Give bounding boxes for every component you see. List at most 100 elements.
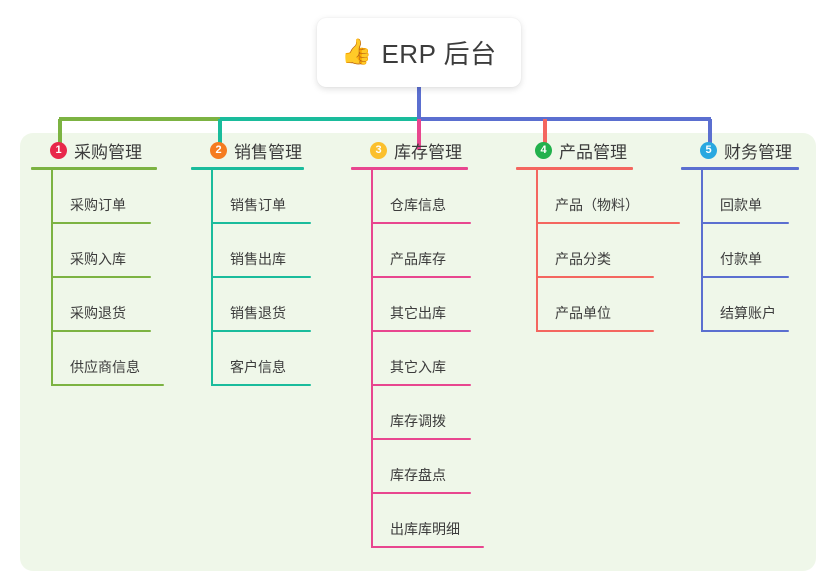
branch-item[interactable]: 采购入库 xyxy=(51,224,157,278)
branch-item-rule xyxy=(211,276,311,278)
branch-item[interactable]: 销售订单 xyxy=(211,170,311,224)
branch-item-label: 付款单 xyxy=(720,251,762,267)
branch-item-rule xyxy=(701,276,789,278)
root-node-erp-backend[interactable]: 👍 ERP 后台 xyxy=(317,18,521,87)
branch-item-rule xyxy=(51,222,151,224)
branch-badge-4: 4 xyxy=(535,141,552,159)
branch-column-2: 2 销售管理销售订单销售出库销售退货客户信息 xyxy=(190,133,311,386)
branch-item-label: 采购退货 xyxy=(70,305,126,321)
branch-item[interactable]: 其它出库 xyxy=(371,278,471,332)
branch-item-rule xyxy=(211,222,311,224)
branch-header-4[interactable]: 4 产品管理 xyxy=(515,133,633,167)
branch-badge-5: 5 xyxy=(700,141,717,159)
branch-item-label: 库存调拨 xyxy=(390,413,446,429)
branch-item[interactable]: 其它入库 xyxy=(371,332,471,386)
branch-item[interactable]: 回款单 xyxy=(701,170,799,224)
branch-item[interactable]: 出库库明细 xyxy=(371,494,484,548)
thumbs-up-icon: 👍 xyxy=(341,38,373,66)
branch-columns: 1 采购管理采购订单采购入库采购退货供应商信息 2 销售管理销售订单销售出库销售退货客… xyxy=(20,133,816,571)
branch-header-2[interactable]: 2 销售管理 xyxy=(190,133,304,167)
branch-item-label: 采购入库 xyxy=(70,251,126,267)
branch-item-rule xyxy=(51,384,164,386)
branch-item-rule xyxy=(536,222,680,224)
branch-item-rule xyxy=(371,492,471,494)
branch-title-4: 产品管理 xyxy=(559,142,627,162)
branch-item-label: 其它出库 xyxy=(390,305,446,321)
root-node-label: ERP 后台 xyxy=(381,39,497,69)
branch-header-5[interactable]: 5 财务管理 xyxy=(680,133,799,167)
branch-header-rule-3 xyxy=(351,167,468,170)
branch-item[interactable]: 结算账户 xyxy=(701,278,799,332)
branch-item[interactable]: 销售退货 xyxy=(211,278,311,332)
diagram-panel xyxy=(20,133,816,571)
branch-item-rule xyxy=(371,222,471,224)
branch-item-label: 其它入库 xyxy=(390,359,446,375)
branch-item-label: 销售退货 xyxy=(230,305,286,321)
branch-header-rule-5 xyxy=(681,167,799,170)
branch-item-list-4: 产品（物料） 产品分类产品单位 xyxy=(536,170,680,332)
branch-badge-2: 2 xyxy=(210,141,227,159)
branch-item[interactable]: 付款单 xyxy=(701,224,799,278)
branch-item-label: 产品单位 xyxy=(555,305,611,321)
branch-header-3[interactable]: 3 库存管理 xyxy=(350,133,468,167)
branch-column-1: 1 采购管理采购订单采购入库采购退货供应商信息 xyxy=(30,133,164,386)
branch-item-label: 采购订单 xyxy=(70,197,126,213)
branch-item[interactable]: 产品库存 xyxy=(371,224,471,278)
branch-badge-1: 1 xyxy=(50,141,67,159)
branch-column-5: 5 财务管理回款单付款单结算账户 xyxy=(680,133,799,332)
branch-item-label: 销售出库 xyxy=(230,251,286,267)
branch-item-rule xyxy=(211,330,311,332)
branch-item-list-2: 销售订单销售出库销售退货客户信息 xyxy=(211,170,311,386)
branch-header-1[interactable]: 1 采购管理 xyxy=(30,133,157,167)
branch-title-1: 采购管理 xyxy=(74,142,142,162)
branch-header-rule-1 xyxy=(31,167,157,170)
branch-item[interactable]: 库存调拨 xyxy=(371,386,471,440)
branch-item[interactable]: 产品分类 xyxy=(536,224,654,278)
branch-item-label: 产品（物料） xyxy=(555,197,639,213)
branch-title-2: 销售管理 xyxy=(234,142,302,162)
branch-item-rule xyxy=(371,438,471,440)
branch-item-label: 销售订单 xyxy=(230,197,286,213)
branch-item-rule xyxy=(51,330,151,332)
branch-item[interactable]: 产品单位 xyxy=(536,278,654,332)
branch-item-rule xyxy=(51,276,151,278)
branch-title-5: 财务管理 xyxy=(724,142,792,162)
branch-spine-4 xyxy=(536,170,538,332)
branch-item-rule xyxy=(701,222,789,224)
branch-item-label: 产品库存 xyxy=(390,251,446,267)
branch-item-rule xyxy=(701,330,789,332)
branch-item[interactable]: 供应商信息 xyxy=(51,332,164,386)
branch-item[interactable]: 销售出库 xyxy=(211,224,311,278)
branch-item[interactable]: 采购退货 xyxy=(51,278,157,332)
branch-spine-3 xyxy=(371,170,373,548)
branch-item-label: 供应商信息 xyxy=(70,359,140,375)
branch-item-label: 出库库明细 xyxy=(390,521,460,537)
branch-item-label: 客户信息 xyxy=(230,359,286,375)
branch-header-rule-2 xyxy=(191,167,304,170)
branch-item-rule xyxy=(211,384,311,386)
branch-item-label: 回款单 xyxy=(720,197,762,213)
branch-item[interactable]: 客户信息 xyxy=(211,332,311,386)
branch-item-rule xyxy=(536,330,654,332)
branch-item-rule xyxy=(371,546,484,548)
branch-item-rule xyxy=(536,276,654,278)
branch-item-label: 结算账户 xyxy=(720,305,776,321)
branch-badge-3: 3 xyxy=(370,141,387,159)
branch-item-rule xyxy=(371,384,471,386)
branch-item[interactable]: 库存盘点 xyxy=(371,440,471,494)
branch-header-rule-4 xyxy=(516,167,633,170)
branch-item-list-3: 仓库信息产品库存其它出库其它入库库存调拨库存盘点出库库明细 xyxy=(371,170,484,548)
branch-spine-5 xyxy=(701,170,703,332)
branch-column-4: 4 产品管理产品（物料） 产品分类产品单位 xyxy=(515,133,680,332)
branch-item-rule xyxy=(371,330,471,332)
branch-item[interactable]: 产品（物料） xyxy=(536,170,680,224)
branch-item[interactable]: 采购订单 xyxy=(51,170,157,224)
branch-item[interactable]: 仓库信息 xyxy=(371,170,471,224)
branch-item-rule xyxy=(371,276,471,278)
branch-column-3: 3 库存管理仓库信息产品库存其它出库其它入库库存调拨库存盘点出库库明细 xyxy=(350,133,484,548)
branch-title-3: 库存管理 xyxy=(394,142,462,162)
branch-item-label: 仓库信息 xyxy=(390,197,446,213)
branch-item-list-1: 采购订单采购入库采购退货供应商信息 xyxy=(51,170,164,386)
branch-item-list-5: 回款单付款单结算账户 xyxy=(701,170,799,332)
branch-spine-2 xyxy=(211,170,213,386)
